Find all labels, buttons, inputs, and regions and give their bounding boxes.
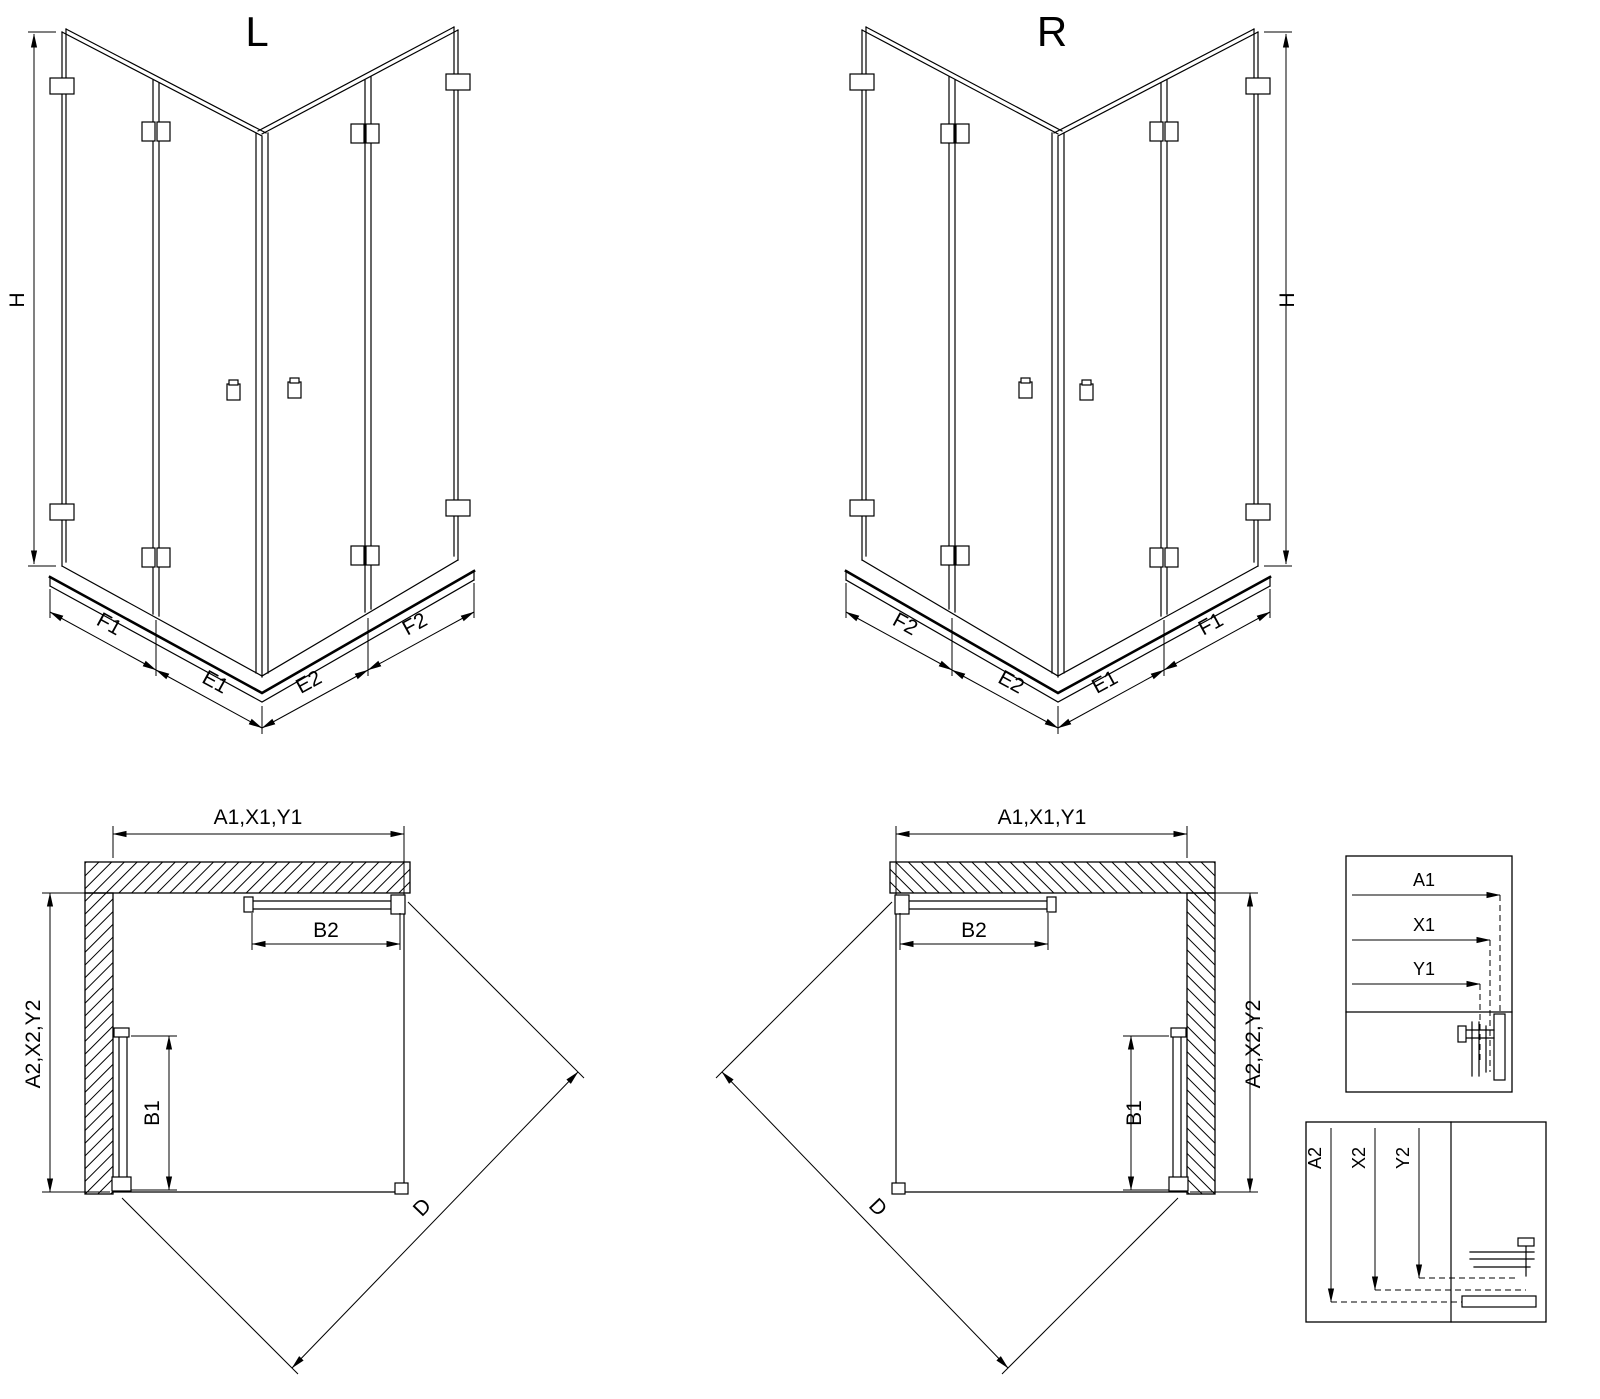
dim-label-x2-detail: X2 [1349, 1147, 1369, 1169]
dim-label-b2-left: B2 [313, 919, 339, 942]
dim-label-x1-detail: X1 [1413, 915, 1435, 935]
dim-label-a1x1y1-right: A1,X1,Y1 [998, 806, 1087, 829]
iso-left-title: L [245, 8, 268, 55]
dim-label-b1-right: B1 [1123, 1100, 1146, 1126]
dim-label-h-right: H [1276, 292, 1299, 307]
dim-label-b1-left: B1 [141, 1100, 164, 1126]
dim-label-y2-detail: Y2 [1393, 1147, 1413, 1169]
dim-label-h-left: H [6, 292, 29, 307]
dim-label-a2x2y2-left: A2,X2,Y2 [22, 1000, 45, 1089]
dim-label-a1-detail: A1 [1413, 870, 1435, 890]
detail-view-vertical: A2 X2 Y2 [1305, 1121, 1547, 1323]
dim-label-a2-detail: A2 [1305, 1147, 1325, 1169]
dim-label-y1-detail: Y1 [1413, 959, 1435, 979]
dim-label-a1x1y1-left: A1,X1,Y1 [214, 806, 303, 829]
wall-profile-detail-rotated [1461, 1237, 1537, 1308]
dim-label-b2-right: B2 [961, 919, 987, 942]
iso-right-title: R [1037, 8, 1067, 55]
detail-view-horizontal: A1 X1 Y1 [1345, 855, 1513, 1093]
dim-label-a2x2y2-right: A2,X2,Y2 [1242, 1000, 1265, 1089]
wall-profile-detail [1457, 1013, 1506, 1081]
